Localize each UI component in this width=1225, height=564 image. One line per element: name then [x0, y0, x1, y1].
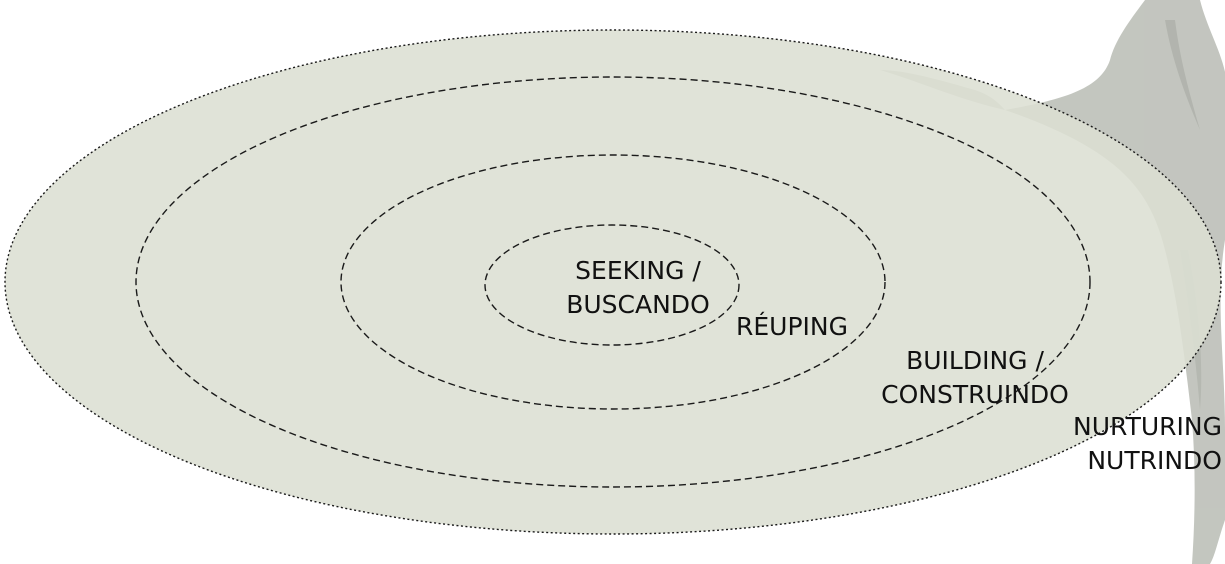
label-seeking-line-2: BUSCANDO [548, 288, 728, 322]
label-nurturing-line-1: NURTURING [1030, 410, 1222, 444]
label-reuping: RÉUPING [736, 310, 876, 344]
label-nurturing-line-2: NUTRINDO [1030, 444, 1222, 478]
label-reuping-line-1: RÉUPING [736, 310, 876, 344]
label-seeking: SEEKING / BUSCANDO [548, 254, 728, 322]
label-building: BUILDING / CONSTRUINDO [855, 344, 1095, 412]
label-building-line-1: BUILDING / [855, 344, 1095, 378]
label-nurturing: NURTURING NUTRINDO [1030, 410, 1222, 478]
label-seeking-line-1: SEEKING / [548, 254, 728, 288]
label-building-line-2: CONSTRUINDO [855, 378, 1095, 412]
